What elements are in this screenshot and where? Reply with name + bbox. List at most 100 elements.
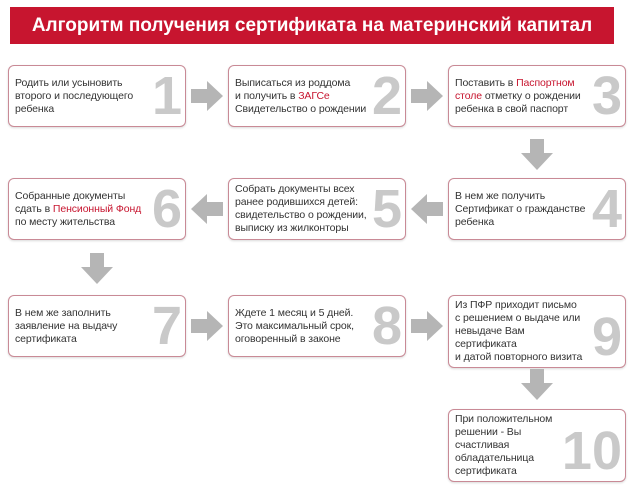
arrow-left-icon [191,194,223,224]
text-line: по месту жительства [15,216,149,229]
text-line: Собрать документы всех [235,183,369,196]
text-segment: невыдаче Вам сертификата [455,325,525,350]
text-segment: Сертификат о гражданстве [455,202,586,215]
text-line: заявление на выдачу [15,320,149,333]
step-number: 3 [591,66,622,126]
text-line: Это максимальный срок, [235,320,369,333]
text-segment: сертификата [455,465,517,477]
text-segment: Собранные документы [15,189,126,202]
text-line: с решением о выдаче или [455,312,589,325]
text-line: невыдаче Вам сертификата [455,325,589,351]
text-line: выписку из жилконторы [235,222,369,235]
text-segment: В нем же заполнить [15,306,111,319]
text-segment: по месту жительства [15,215,115,228]
text-segment: выписку из жилконторы [235,222,349,234]
text-segment: ребенка в свой паспорт [455,102,569,115]
highlighted-text: ЗАГСе [298,89,330,102]
step-box-8: Ждете 1 месяц и 5 дней.Это максимальный … [228,295,406,357]
arrow-right-icon [411,311,443,341]
text-line: Сертификат о гражданстве [455,203,589,216]
text-line: оговоренный в законе [235,333,369,346]
text-line: сдать в Пенсионный Фонд [15,203,149,216]
step-number: 5 [371,179,402,239]
text-segment: Выписаться из роддома [235,76,351,89]
text-segment: В нем же получить [455,189,546,202]
text-segment: При положительном [455,413,553,425]
text-segment: обладательница [455,452,534,464]
highlighted-text: Паспортном [516,76,575,89]
text-segment: Свидетельство о рождении [235,102,367,115]
text-segment: Собрать документы всех [235,183,355,195]
text-segment: и получить в [235,89,299,102]
step-number: 2 [371,66,402,126]
title-banner: Алгоритм получения сертификата на матери… [10,7,614,44]
text-segment: ранее родившихся детей: [235,196,358,208]
step-number: 1 [151,66,182,126]
text-line: В нем же заполнить [15,307,149,320]
text-line: ребенка в свой паспорт [455,103,589,116]
text-segment: свидетельство о рождении, [235,209,367,221]
text-line: решении - Вы счастливая [455,426,559,452]
arrow-down-icon [521,139,553,170]
text-segment: Поставить в [455,76,517,89]
step-number: 10 [561,421,622,481]
text-line: и датой повторного визита [455,351,589,364]
text-line: свидетельство о рождении, [235,209,369,222]
arrow-down-icon [521,369,553,400]
text-segment: Ждете 1 месяц и 5 дней. [235,306,354,319]
text-line: Из ПФР приходит письмо [455,299,589,312]
arrow-left-icon [411,194,443,224]
text-line: Ждете 1 месяц и 5 дней. [235,307,369,320]
text-line: обладательница [455,452,559,465]
arrow-right-icon [191,81,223,111]
text-segment: решении - Вы счастливая [455,426,522,451]
text-segment: второго и последующего [15,89,134,102]
text-line: В нем же получить [455,190,589,203]
text-segment: заявление на выдачу [15,319,118,332]
step-text: Ждете 1 месяц и 5 дней.Это максимальный … [235,307,369,346]
highlighted-text: Пенсионный Фонд [52,202,142,215]
text-segment: Это максимальный срок, [235,319,354,332]
text-line: При положительном [455,413,559,426]
step-number: 9 [591,307,622,367]
text-line: сертификата [15,333,149,346]
text-line: столе отметку о рождении [455,90,589,103]
step-number: 8 [371,296,402,356]
text-line: Выписаться из роддома [235,77,369,90]
step-number: 4 [591,179,622,239]
text-segment: ребенка [455,215,495,228]
text-segment: Из ПФР приходит письмо [455,299,577,311]
arrow-right-icon [411,81,443,111]
step-number: 6 [151,179,182,239]
text-line: Собранные документы [15,190,149,203]
text-line: Свидетельство о рождении [235,103,369,116]
text-segment: с решением о выдаче или [455,312,581,324]
highlighted-text: столе [455,89,483,102]
text-segment: и датой повторного визита [455,351,583,363]
text-segment: Родить или усыновить [15,76,123,89]
text-segment: сдать в [15,202,53,215]
text-line: второго и последующего [15,90,149,103]
text-line: сертификата [455,465,559,478]
text-line: и получить в ЗАГСе [235,90,369,103]
step-number: 7 [151,296,182,356]
arrow-down-icon [81,253,113,284]
text-line: ребенка [455,216,589,229]
